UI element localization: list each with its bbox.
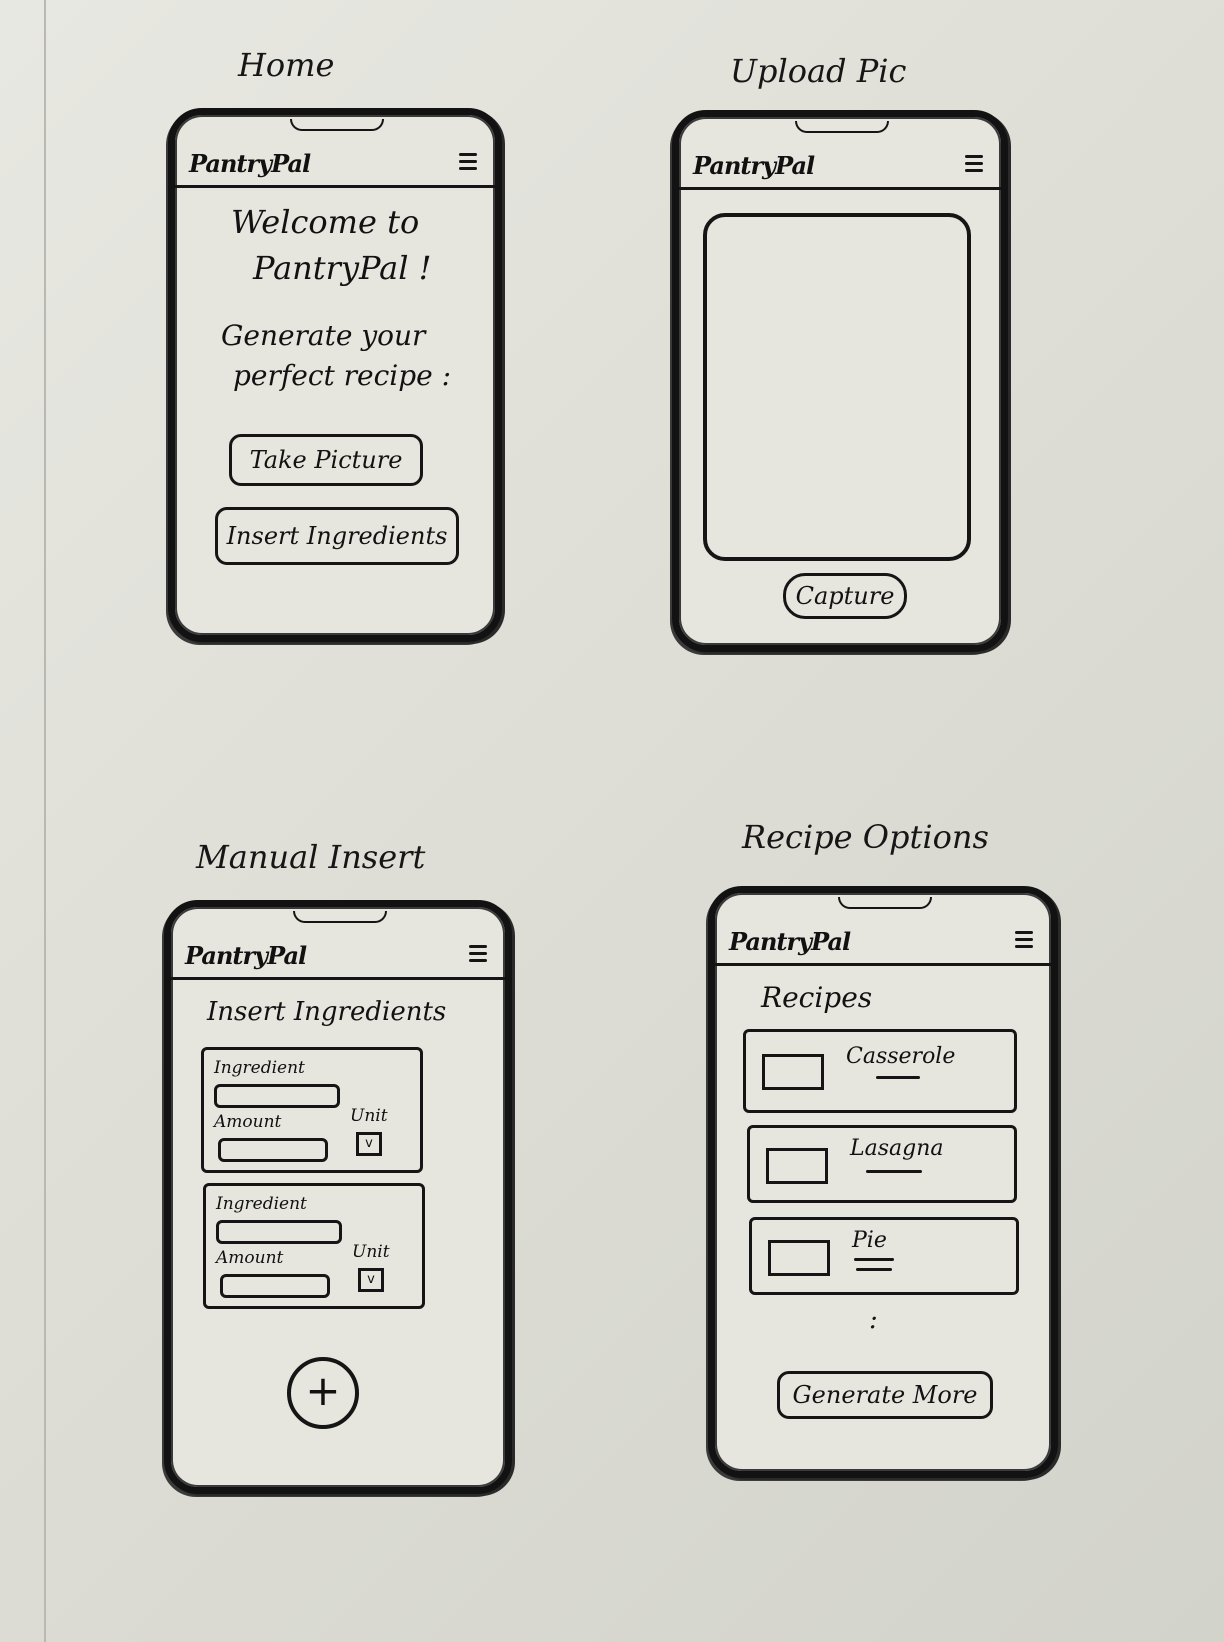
ingredient-input[interactable] bbox=[216, 1220, 342, 1244]
unit-dropdown[interactable]: v bbox=[358, 1268, 384, 1292]
app-header: PantryPal bbox=[679, 137, 1001, 190]
welcome-line-1: Welcome to bbox=[231, 203, 420, 241]
home-screen-phone: PantryPal Welcome to PantryPal ! Generat… bbox=[168, 108, 502, 642]
amount-input[interactable] bbox=[218, 1138, 328, 1162]
ingredient-label: Ingredient bbox=[216, 1194, 307, 1214]
hamburger-menu-icon[interactable] bbox=[469, 945, 487, 962]
recipe-card-pie[interactable]: Pie bbox=[749, 1217, 1019, 1295]
manual-insert-phone: PantryPal Insert Ingredients Ingredient … bbox=[164, 900, 512, 1494]
ingredient-input[interactable] bbox=[214, 1084, 340, 1108]
recipe-thumbnail bbox=[768, 1240, 830, 1276]
phone-notch bbox=[838, 897, 932, 909]
amount-input[interactable] bbox=[220, 1274, 330, 1298]
app-header: PantryPal bbox=[171, 927, 505, 980]
hamburger-menu-icon[interactable] bbox=[459, 153, 477, 170]
recipe-card-lasagna[interactable]: Lasagna bbox=[747, 1125, 1017, 1203]
brand-logo: PantryPal bbox=[693, 151, 815, 180]
app-header: PantryPal bbox=[175, 135, 495, 188]
app-header: PantryPal bbox=[715, 913, 1051, 966]
phone-notch bbox=[293, 911, 387, 923]
hamburger-menu-icon[interactable] bbox=[965, 155, 983, 172]
add-ingredient-button[interactable]: + bbox=[287, 1357, 359, 1429]
take-picture-button[interactable]: Take Picture bbox=[229, 434, 423, 486]
phone-notch bbox=[795, 121, 889, 133]
upload-screen-content: Capture bbox=[679, 191, 1001, 645]
prompt-line-1: Generate your bbox=[221, 319, 426, 352]
upload-pic-phone: PantryPal Capture bbox=[672, 110, 1008, 652]
caption-recipe-options: Recipe Options bbox=[742, 818, 989, 856]
brand-logo: PantryPal bbox=[185, 941, 307, 970]
phone-notch bbox=[290, 119, 384, 131]
unit-label: Unit bbox=[352, 1242, 390, 1262]
camera-viewfinder[interactable] bbox=[703, 213, 971, 561]
caption-manual-insert: Manual Insert bbox=[196, 838, 426, 876]
unit-dropdown[interactable]: v bbox=[356, 1132, 382, 1156]
home-screen-content: Welcome to PantryPal ! Generate your per… bbox=[175, 189, 495, 635]
caption-home: Home bbox=[238, 46, 335, 84]
ingredient-entry-card: Ingredient Amount Unit v bbox=[203, 1183, 425, 1309]
recipe-options-phone: PantryPal Recipes Casserole Lasagna Pie … bbox=[708, 886, 1058, 1478]
amount-label: Amount bbox=[216, 1248, 284, 1268]
recipe-description-line bbox=[856, 1268, 892, 1271]
manual-screen-content: Insert Ingredients Ingredient Amount Uni… bbox=[171, 981, 505, 1487]
caption-upload-pic: Upload Pic bbox=[730, 52, 907, 90]
recipe-description-line bbox=[854, 1258, 894, 1261]
ingredient-entry-card: Ingredient Amount Unit v bbox=[201, 1047, 423, 1173]
generate-more-button[interactable]: Generate More bbox=[777, 1371, 993, 1419]
recipe-title: Casserole bbox=[846, 1044, 956, 1069]
capture-button[interactable]: Capture bbox=[783, 573, 907, 619]
hamburger-menu-icon[interactable] bbox=[1015, 931, 1033, 948]
unit-label: Unit bbox=[350, 1106, 388, 1126]
notebook-page-edge bbox=[44, 0, 46, 1642]
prompt-line-2: perfect recipe : bbox=[233, 359, 452, 392]
recipe-thumbnail bbox=[762, 1054, 824, 1090]
insert-ingredients-heading: Insert Ingredients bbox=[207, 997, 447, 1027]
recipe-card-casserole[interactable]: Casserole bbox=[743, 1029, 1017, 1113]
recipes-heading: Recipes bbox=[761, 981, 873, 1014]
insert-ingredients-button[interactable]: Insert Ingredients bbox=[215, 507, 459, 565]
recipe-title: Pie bbox=[852, 1228, 887, 1253]
brand-logo: PantryPal bbox=[189, 149, 311, 178]
recipe-title: Lasagna bbox=[850, 1136, 944, 1161]
amount-label: Amount bbox=[214, 1112, 282, 1132]
recipe-thumbnail bbox=[766, 1148, 828, 1184]
brand-logo: PantryPal bbox=[729, 927, 851, 956]
plus-icon: + bbox=[305, 1366, 341, 1415]
ingredient-label: Ingredient bbox=[214, 1058, 305, 1078]
recipe-description-line bbox=[876, 1076, 920, 1079]
more-recipes-indicator: : bbox=[869, 1305, 878, 1335]
recipes-screen-content: Recipes Casserole Lasagna Pie : Generate… bbox=[715, 967, 1051, 1471]
recipe-description-line bbox=[866, 1170, 922, 1173]
welcome-line-2: PantryPal ! bbox=[253, 249, 432, 287]
